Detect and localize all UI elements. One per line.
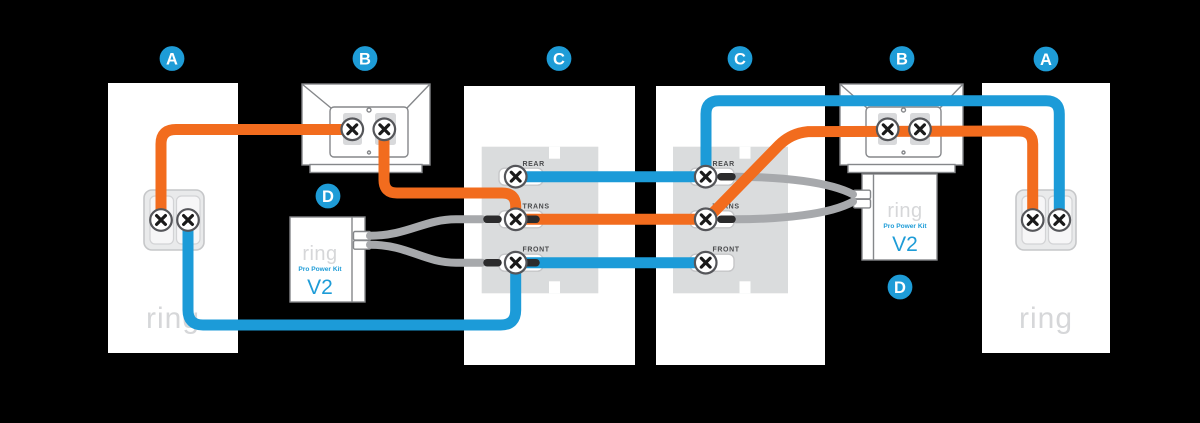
marker-chime-right: C xyxy=(727,46,753,71)
power-kit-left: ring Pro Power Kit V2 xyxy=(289,216,372,303)
marker-letter-a-left: A xyxy=(166,50,178,68)
marker-power-kit-right: D xyxy=(887,274,913,300)
marker-transformer-right: B xyxy=(889,46,915,71)
wire-orange-transformer-to-trans-left xyxy=(378,134,522,220)
marker-letter-b-left: B xyxy=(359,50,371,68)
marker-letter-a-right: A xyxy=(1040,51,1052,69)
screw-rear-left xyxy=(503,164,529,190)
ring-logo-doorbell-right: ring xyxy=(1019,302,1073,335)
power-kit-logo-left: ring xyxy=(302,243,337,265)
screw-transformer-left-1 xyxy=(339,116,365,142)
terminal-label-rear-right: REAR xyxy=(713,161,735,168)
marker-letter-d-left: D xyxy=(322,188,334,206)
marker-power-kit-left: D xyxy=(315,183,341,209)
wire-gray-trans-to-kit-right xyxy=(732,197,857,224)
screw-trans-left xyxy=(503,206,529,232)
power-kit-logo-right: ring xyxy=(887,200,922,222)
power-kit-product-left: Pro Power Kit xyxy=(298,266,342,273)
marker-chime-left: C xyxy=(546,46,572,71)
wire-blue-doorbell-to-front-left xyxy=(182,218,522,331)
screw-transformer-right-1 xyxy=(875,116,901,142)
screw-doorbell-left-1 xyxy=(148,207,174,233)
marker-letter-c-left: C xyxy=(553,50,565,68)
power-kit-version-right: V2 xyxy=(892,233,918,256)
power-kit-product-right: Pro Power Kit xyxy=(883,223,927,230)
screw-doorbell-right-2 xyxy=(1046,207,1072,233)
marker-letter-b-right: B xyxy=(896,50,908,68)
screw-doorbell-left-2 xyxy=(175,207,201,233)
wire-gray-kit-to-front-left xyxy=(366,240,486,267)
terminal-label-rear-left: REAR xyxy=(523,161,545,168)
terminal-label-front-right: FRONT xyxy=(713,247,740,254)
marker-letter-c-right: C xyxy=(734,50,746,68)
power-kit-right: ring Pro Power Kit V2 xyxy=(852,173,938,261)
terminal-label-front-left: FRONT xyxy=(523,247,550,254)
marker-letter-d-right: D xyxy=(894,279,906,297)
terminal-label-trans-left: TRANS xyxy=(523,204,550,211)
wire-gray-kit-to-trans-left xyxy=(366,215,486,240)
screw-rear-right xyxy=(693,164,719,190)
marker-doorbell-left: A xyxy=(159,46,185,71)
screw-transformer-right-2 xyxy=(907,116,933,142)
wire-orange-doorbell-to-transformer-left xyxy=(155,124,352,218)
power-kit-version-left: V2 xyxy=(307,276,333,299)
screw-front-right xyxy=(693,250,719,276)
marker-transformer-left: B xyxy=(352,46,378,71)
screw-transformer-left-2 xyxy=(371,116,397,142)
wire-blue-rear-to-doorbell-right xyxy=(700,95,1065,221)
marker-doorbell-right: A xyxy=(1033,46,1059,72)
screw-doorbell-right-1 xyxy=(1020,207,1046,233)
screw-front-left xyxy=(503,250,529,276)
screw-trans-right xyxy=(693,206,719,232)
